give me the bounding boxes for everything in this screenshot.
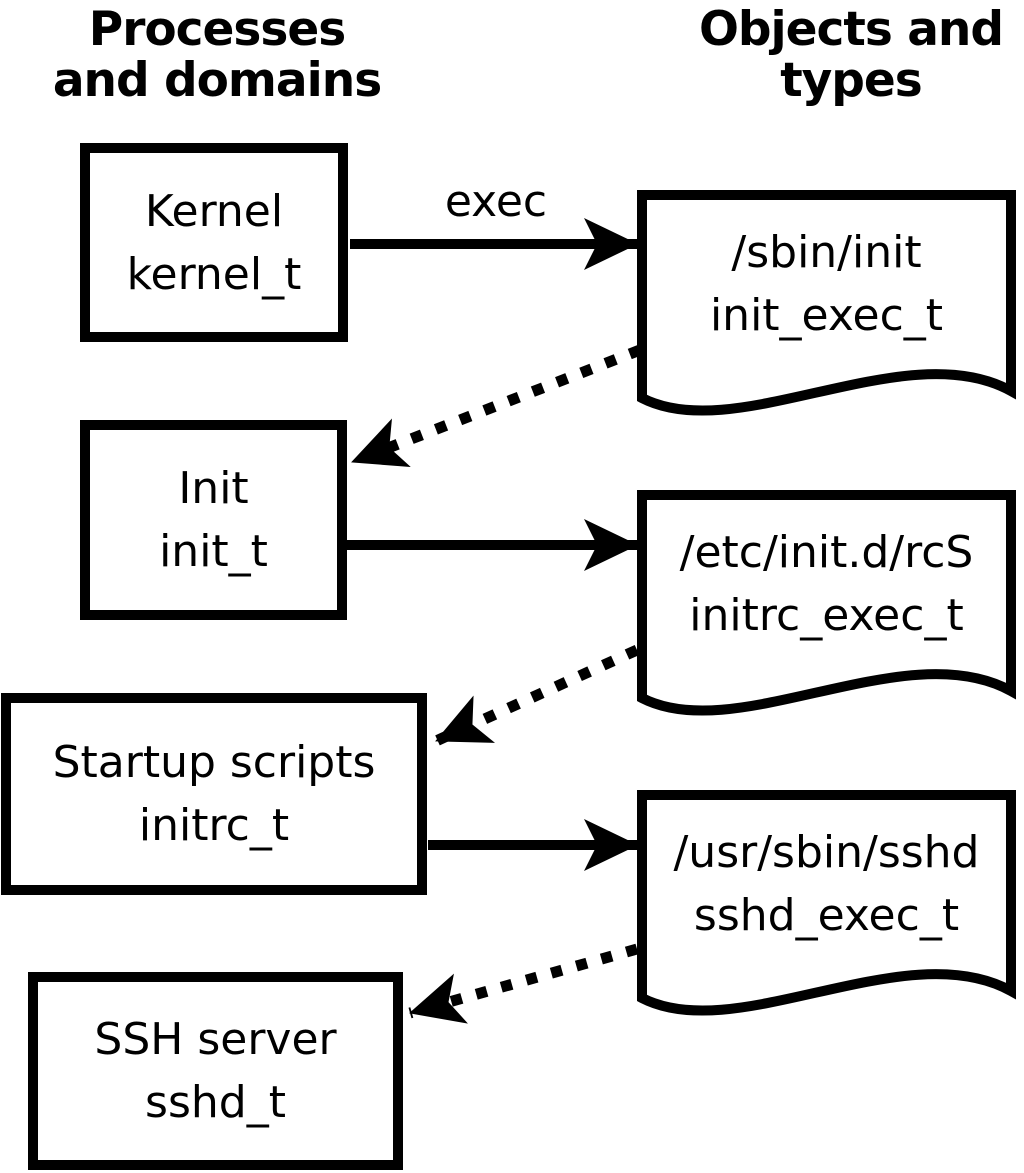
process-domain: sshd_t bbox=[145, 1077, 286, 1128]
heading-right-line2: types bbox=[780, 53, 923, 108]
object-path: /etc/init.d/rcS bbox=[679, 527, 974, 578]
transition-arrow-rcs-to-startup bbox=[433, 644, 640, 747]
process-domain: init_t bbox=[159, 526, 268, 577]
transition-arrow-sshd-to-ssh-server bbox=[408, 943, 639, 1024]
object-label-etc-initd-rcs: /etc/init.d/rcS initrc_exec_t bbox=[637, 485, 1016, 683]
process-label-init: Init init_t bbox=[80, 420, 347, 620]
object-label-usr-sbin-sshd: /usr/sbin/sshd sshd_exec_t bbox=[637, 785, 1016, 983]
heading-left-line2: and domains bbox=[52, 53, 382, 108]
process-box-kernel bbox=[80, 143, 348, 342]
process-box-init bbox=[80, 420, 347, 620]
process-label-ssh-server: SSH server sshd_t bbox=[28, 972, 403, 1170]
heading-left-line1: Processes bbox=[88, 2, 346, 57]
document-shape-etc-initd-rcs bbox=[637, 490, 1016, 716]
heading-right-line1: Objects and bbox=[698, 2, 1004, 57]
heading-objects-and-types: Objects and types bbox=[654, 4, 1024, 106]
process-box-ssh-server bbox=[28, 972, 403, 1170]
process-name: SSH server bbox=[94, 1014, 337, 1065]
object-type: initrc_exec_t bbox=[689, 590, 964, 641]
process-name: Startup scripts bbox=[52, 737, 376, 788]
exec-arrow-label: exec bbox=[444, 176, 548, 227]
object-type: sshd_exec_t bbox=[693, 890, 960, 941]
heading-processes-and-domains: Processes and domains bbox=[20, 4, 414, 106]
process-name: Init bbox=[178, 463, 249, 514]
object-path: /sbin/init bbox=[731, 227, 922, 278]
document-shape-usr-sbin-sshd bbox=[637, 790, 1016, 1016]
transition-arrow-sbin-init-to-init bbox=[350, 344, 642, 468]
object-type: init_exec_t bbox=[709, 290, 944, 341]
process-domain: initrc_t bbox=[138, 800, 290, 851]
process-domain: kernel_t bbox=[126, 248, 302, 300]
process-name: Kernel bbox=[144, 185, 284, 237]
process-box-startup-scripts bbox=[1, 693, 427, 895]
process-label-kernel: Kernel kernel_t bbox=[80, 143, 348, 342]
document-shape-sbin-init bbox=[637, 190, 1016, 416]
object-path: /usr/sbin/sshd bbox=[673, 827, 980, 878]
process-label-startup-scripts: Startup scripts initrc_t bbox=[1, 693, 427, 895]
object-label-sbin-init: /sbin/init init_exec_t bbox=[637, 185, 1016, 383]
